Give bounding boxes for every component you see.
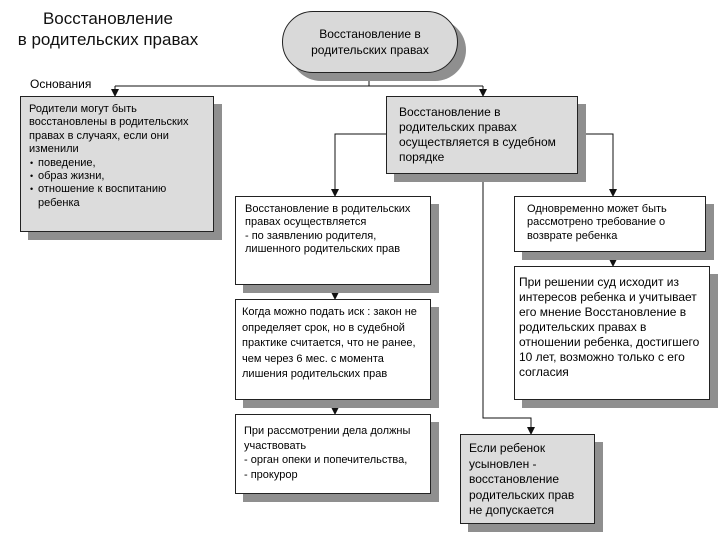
grounds-intro: Родители могут быть восстановлены в роди… [29, 103, 189, 156]
grounds-item: отношение к воспитанию ребенка [30, 183, 205, 210]
grounds-item: образ жизни, [30, 170, 205, 184]
participants-box: При рассмотрении дела должны участвовать… [235, 414, 431, 494]
diagram-title: Восстановление в родительских правах [8, 8, 208, 50]
root-node-label: Восстановление в родительских правах [311, 27, 429, 57]
application-box: Восстановление в родительских правах осу… [235, 196, 431, 285]
adopted-text: Если ребенок усыновлен - восстановление … [469, 441, 575, 517]
interest-text: При решении суд исходит из интересов реб… [519, 275, 700, 379]
root-node: Восстановление в родительских правах [282, 11, 458, 73]
connector-to-return [578, 133, 617, 197]
court-box: Восстановление в родительских правах осу… [386, 96, 578, 174]
title-line-1: Восстановление [42, 9, 174, 28]
title-line-2: в родительских правах [17, 30, 199, 49]
court-text: Восстановление в родительских правах осу… [399, 105, 556, 164]
participants-item: - орган опеки и попечительства, [244, 454, 408, 466]
participants-item: - прокурор [244, 468, 298, 481]
grounds-label: Основания [30, 77, 92, 91]
interest-box: При решении суд исходит из интересов реб… [514, 266, 710, 400]
connector-to-application [331, 133, 386, 197]
claim-text: Когда можно подать иск : закон не опреде… [242, 306, 417, 381]
grounds-box: Родители могут быть восстановлены в роди… [20, 96, 214, 232]
adopted-box: Если ребенок усыновлен - восстановление … [460, 434, 595, 524]
connector-to-adopted [482, 174, 535, 435]
application-text: Восстановление в родительских правах осу… [245, 203, 411, 229]
claim-box: Когда можно подать иск : закон не опреде… [235, 299, 431, 400]
return-text: Одновременно может быть рассмотрено треб… [527, 203, 667, 242]
grounds-list: поведение, образ жизни, отношение к восп… [29, 157, 205, 211]
application-item: - по заявлению родителя, лишенного родит… [245, 229, 401, 256]
return-box: Одновременно может быть рассмотрено треб… [514, 196, 706, 252]
participants-text: При рассмотрении дела должны участвовать [244, 425, 411, 452]
grounds-item: поведение, [30, 157, 205, 171]
